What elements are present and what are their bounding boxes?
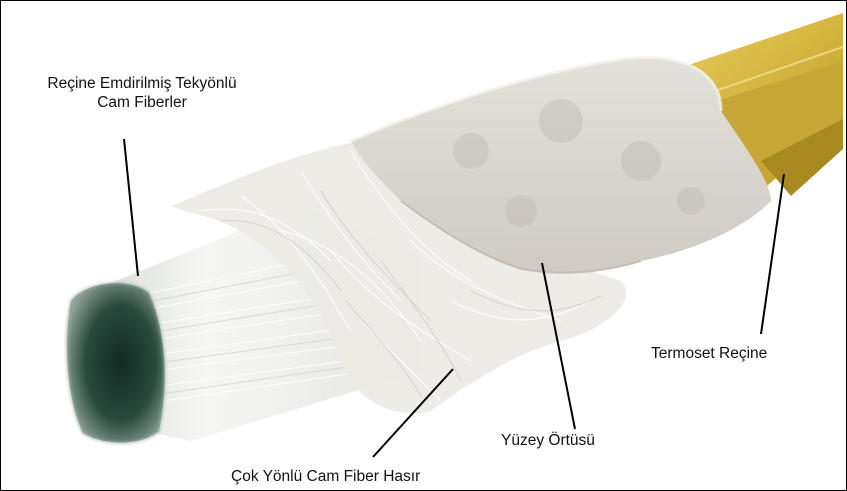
label-resin-fibers-line2: Cam Fiberler — [11, 93, 273, 112]
label-resin-fibers-line1: Reçine Emdirilmiş Tekyönlü — [11, 74, 273, 93]
label-multi-mat: Çok Yönlü Cam Fiber Hasır — [231, 467, 420, 486]
leader-fibers — [124, 139, 138, 276]
label-resin-fibers: Reçine Emdirilmiş Tekyönlü Cam Fiberler — [11, 74, 273, 112]
label-thermoset-resin: Termoset Reçine — [651, 344, 767, 363]
label-surface-veil: Yüzey Örtüsü — [501, 431, 595, 450]
fiber-tip — [67, 283, 165, 442]
